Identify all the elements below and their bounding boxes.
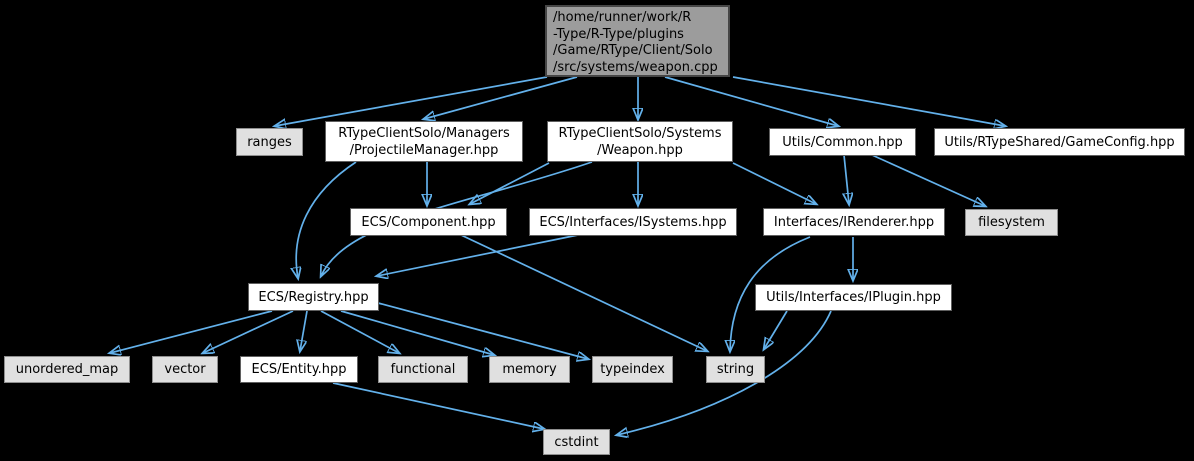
node-string: string <box>706 356 765 383</box>
node-isystems-hpp[interactable]: ECS/Interfaces/ISystems.hpp <box>529 208 737 236</box>
node-memory: memory <box>489 356 570 383</box>
node-common-hpp[interactable]: Utils/Common.hpp <box>769 128 916 156</box>
edge-weapon-cpp-common-hpp <box>664 76 838 126</box>
node-iplugin-hpp[interactable]: Utils/Interfaces/IPlugin.hpp <box>755 284 952 311</box>
edge-weapon-cpp-projectile-manager <box>424 76 578 119</box>
node-vector: vector <box>152 356 218 383</box>
node-weapon-cpp: /home/runner/work/R -Type/R-Type/plugins… <box>545 5 730 77</box>
node-entity-hpp[interactable]: ECS/Entity.hpp <box>240 356 358 383</box>
edge-component-string <box>460 234 707 351</box>
node-functional: functional <box>378 356 468 383</box>
node-ranges: ranges <box>236 128 303 156</box>
edge-registry-vector <box>203 310 294 353</box>
edge-registry-functional <box>320 310 399 353</box>
node-unordered-map: unordered_map <box>4 356 130 383</box>
edge-isystems-registry <box>377 234 579 276</box>
node-component-hpp[interactable]: ECS/Component.hpp <box>350 208 507 236</box>
node-typeindex: typeindex <box>592 356 673 383</box>
node-registry-hpp[interactable]: ECS/Registry.hpp <box>248 283 379 311</box>
edge-weapon-hpp-component <box>470 162 550 204</box>
node-irenderer-hpp[interactable]: Interfaces/IRenderer.hpp <box>763 208 945 236</box>
node-filesystem: filesystem <box>965 209 1058 236</box>
edge-registry-memory <box>340 310 494 355</box>
edge-weapon-cpp-ranges <box>275 76 548 126</box>
edge-projectile-manager-registry <box>296 161 357 278</box>
edge-common-hpp-filesystem <box>871 154 985 206</box>
node-weapon-hpp[interactable]: RTypeClientSolo/Systems /Weapon.hpp <box>547 121 733 162</box>
edge-entity-cstdint <box>332 382 544 429</box>
edge-registry-unordered-map <box>110 310 273 353</box>
edge-weapon-hpp-irenderer <box>732 162 816 204</box>
node-projectile-manager-hpp[interactable]: RTypeClientSolo/Managers /ProjectileMana… <box>325 121 523 162</box>
edge-registry-typeindex <box>377 302 588 359</box>
node-gameconfig-hpp[interactable]: Utils/RTypeShared/GameConfig.hpp <box>934 128 1185 156</box>
edge-weapon-cpp-gameconfig-hpp <box>732 76 1005 126</box>
edge-common-hpp-irenderer <box>844 154 849 204</box>
edge-registry-entity <box>300 310 308 351</box>
edge-iplugin-string <box>764 310 788 349</box>
node-cstdint: cstdint <box>543 429 610 455</box>
